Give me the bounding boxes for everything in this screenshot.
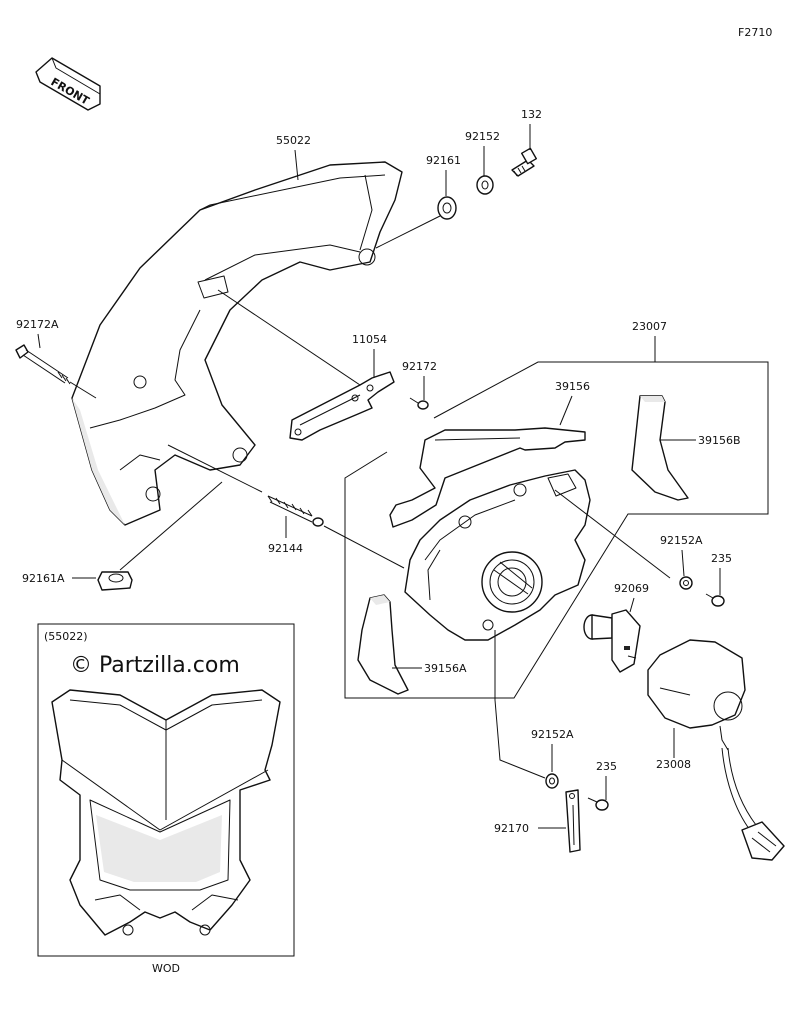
label-92172: 92172	[402, 360, 437, 373]
collar-92152A-lower: 92152A	[494, 630, 574, 789]
inset-caption: WOD	[152, 962, 180, 975]
screw-235-lower: 235	[587, 760, 617, 811]
screw-235-upper: 235	[705, 552, 732, 607]
watermark: © Partzilla.com	[70, 653, 240, 678]
label-92144: 92144	[268, 542, 303, 555]
pad-39156A: 39156A	[357, 594, 467, 695]
label-11054: 11054	[352, 333, 387, 346]
stay-92170: 92170	[494, 789, 581, 853]
bolt-92172A: 92172A	[15, 318, 97, 399]
label-92170: 92170	[494, 822, 529, 835]
label-92152: 92152	[465, 130, 500, 143]
label-92152A-lower: 92152A	[531, 728, 574, 741]
front-arrow-icon: FRONT	[35, 57, 101, 111]
label-23008: 23008	[656, 758, 691, 771]
label-132: 132	[521, 108, 542, 121]
label-39156A: 39156A	[424, 662, 467, 675]
headlight-cover-55022: 55022	[71, 134, 403, 526]
inset-label: (55022)	[44, 630, 88, 643]
spring-92144: 92144	[167, 444, 405, 569]
grommet-92161A: 92161A	[22, 481, 223, 591]
collar-92152A-upper: 92152A	[660, 534, 703, 590]
label-23007: 23007	[632, 320, 667, 333]
label-92161: 92161	[426, 154, 461, 167]
pad-39156B: 39156B	[631, 395, 741, 501]
label-92161A: 92161A	[22, 572, 65, 585]
figure-code: F2710	[738, 26, 772, 39]
label-39156B: 39156B	[698, 434, 741, 447]
bracket-11054: 11054	[217, 289, 395, 441]
label-39156: 39156	[555, 380, 590, 393]
label-92152A-upper: 92152A	[660, 534, 703, 547]
label-92069: 92069	[614, 582, 649, 595]
bulb-92069: 92069	[583, 582, 649, 673]
bolt-132: 132	[511, 108, 542, 177]
inset-wod-variant: (55022) WOD	[37, 623, 295, 975]
label-55022: 55022	[276, 134, 311, 147]
label-92172A: 92172A	[16, 318, 59, 331]
bracket-39156: 39156	[389, 380, 590, 528]
headlight-assembly-frame-23007: 23007	[344, 320, 769, 699]
screw-92172: 92172	[402, 360, 437, 410]
socket-cover-23008: 23008	[647, 639, 785, 861]
label-235-upper: 235	[711, 552, 732, 565]
headlight-housing	[404, 469, 671, 641]
collar-92152: 92152	[465, 130, 500, 195]
grommet-92161: 92161	[375, 154, 461, 249]
label-235-lower: 235	[596, 760, 617, 773]
